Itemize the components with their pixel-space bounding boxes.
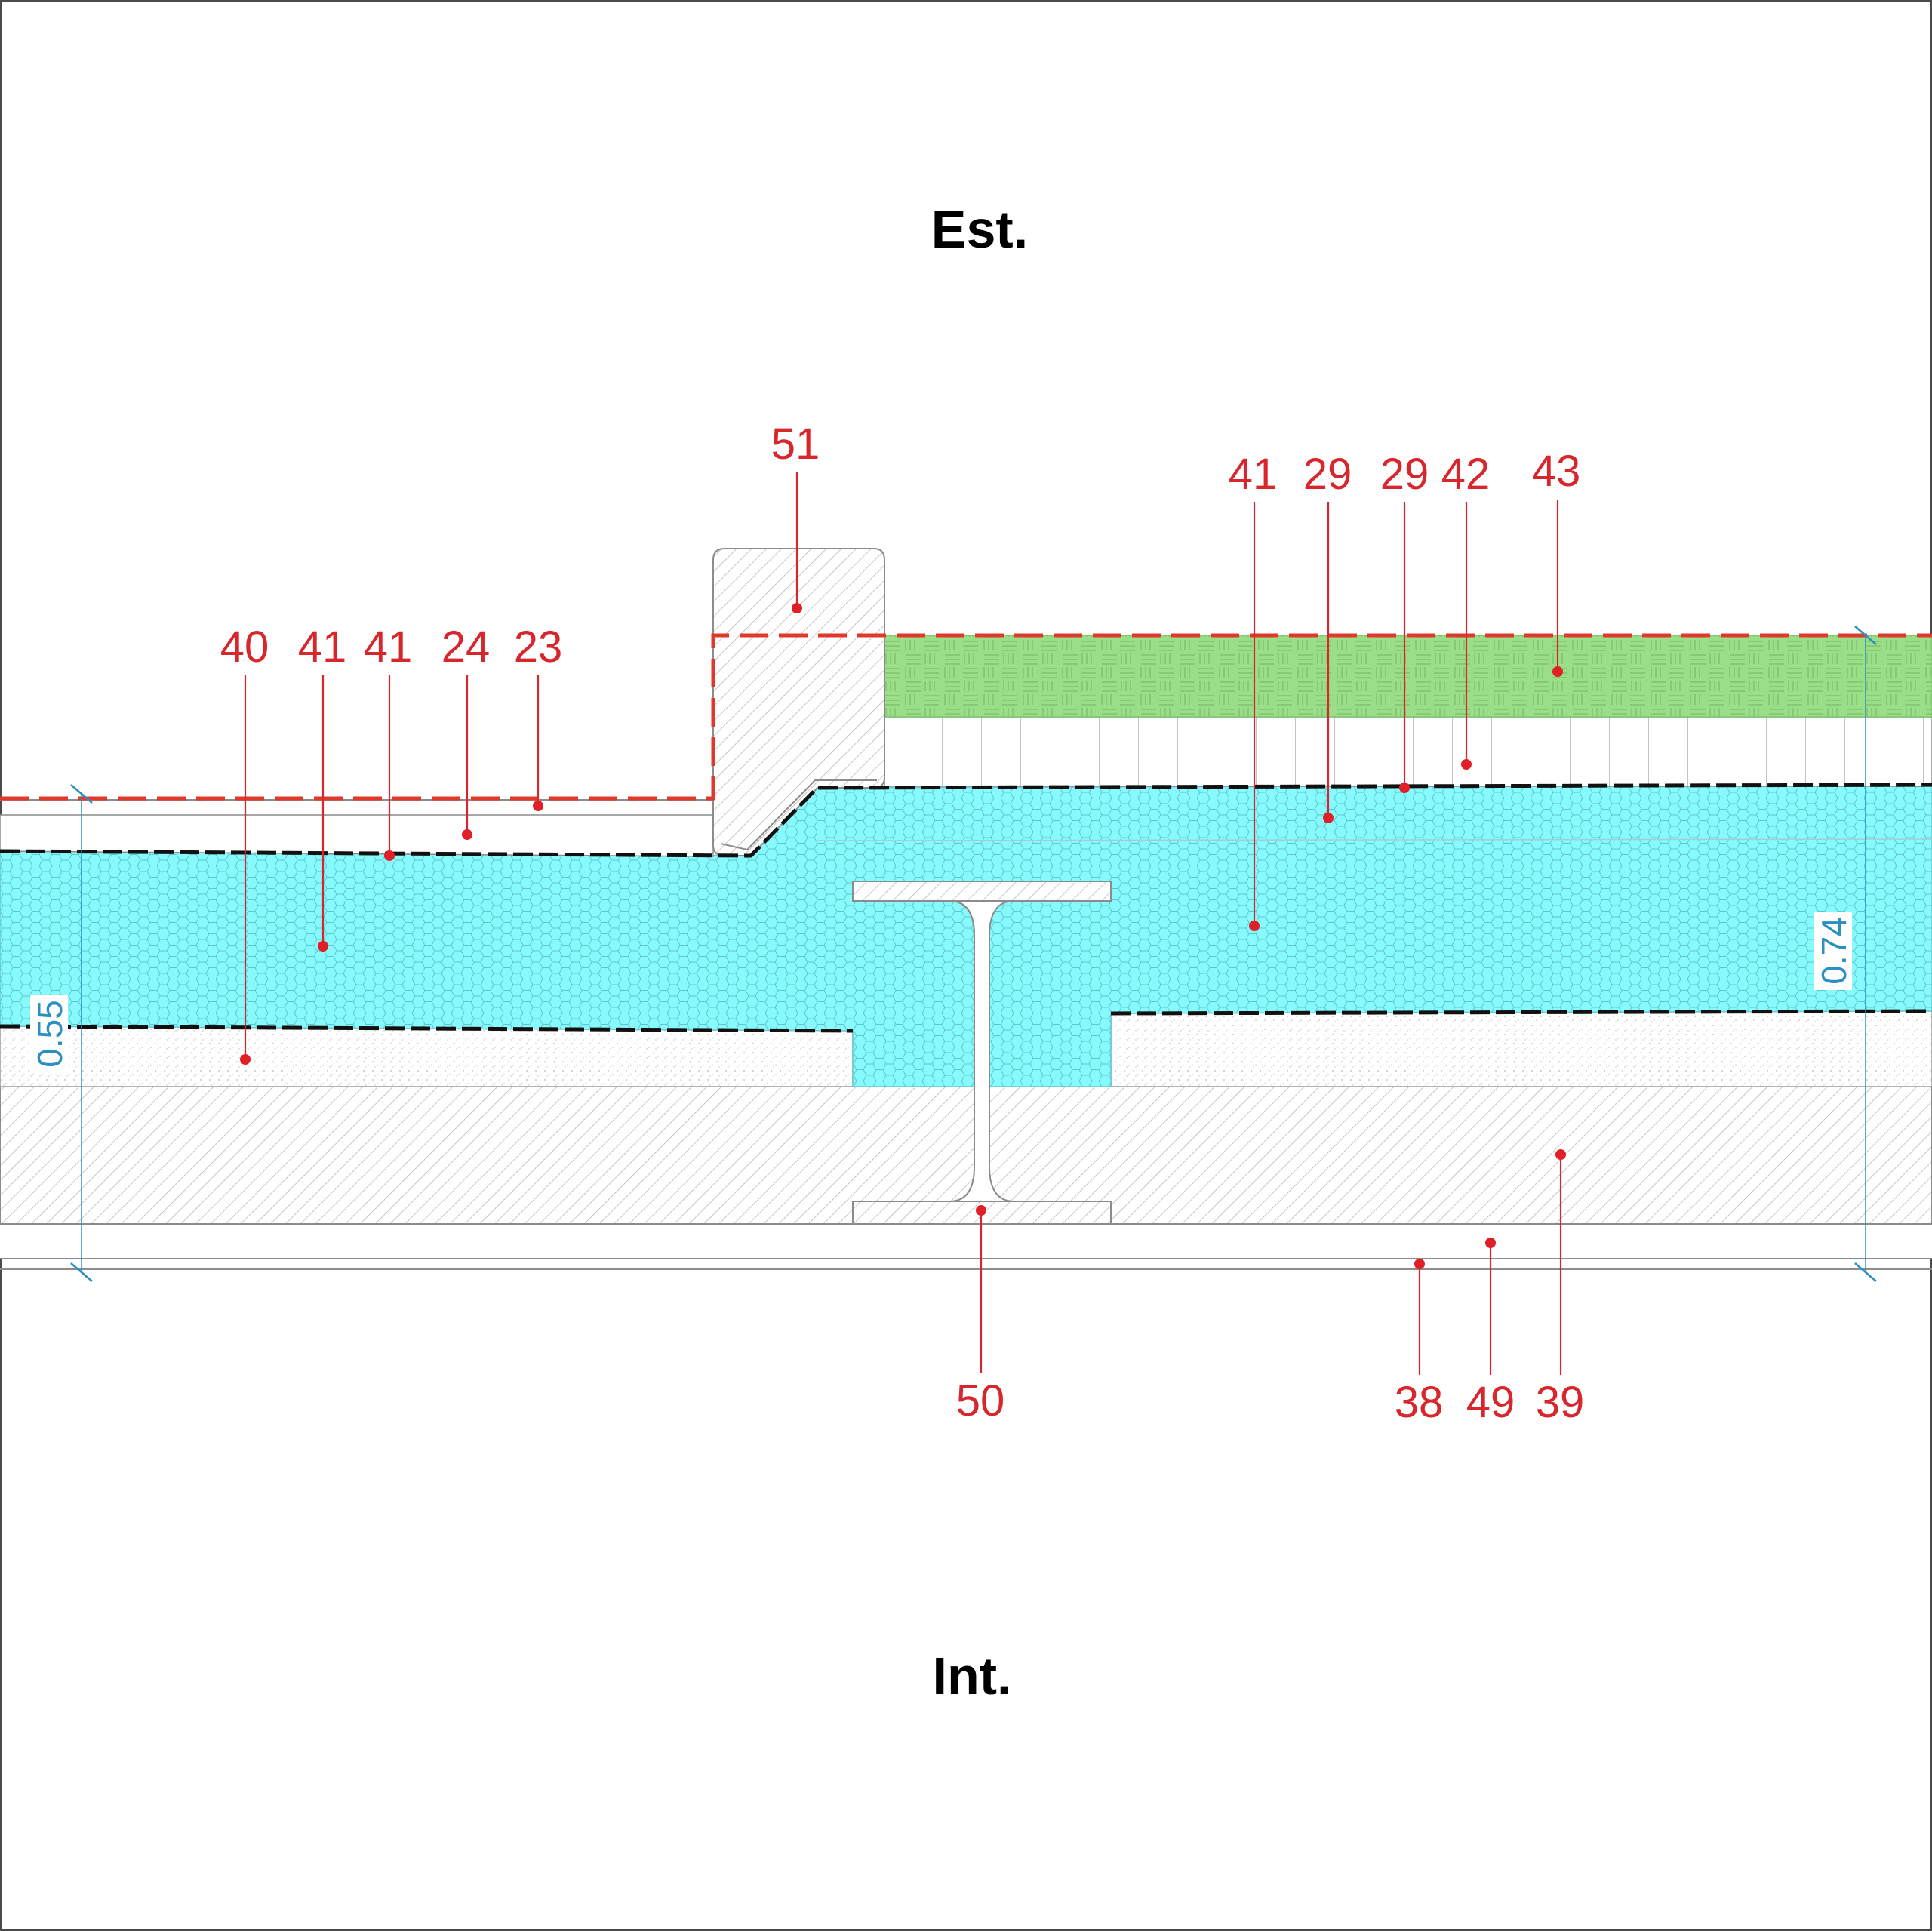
callout-label: 51 bbox=[771, 420, 820, 469]
callout-label: 43 bbox=[1532, 447, 1581, 496]
callout-39: 39 bbox=[1536, 1149, 1585, 1427]
callout-41-right: 41 bbox=[1229, 450, 1278, 931]
callout-24: 24 bbox=[441, 623, 491, 840]
callout-49: 49 bbox=[1466, 1238, 1515, 1427]
membrane-left-lower bbox=[0, 1024, 854, 1033]
callout-50: 50 bbox=[956, 1205, 1005, 1425]
callout-29-a: 29 bbox=[1303, 450, 1352, 823]
membrane-right-lower bbox=[1110, 1009, 1932, 1016]
green-roof-layer bbox=[884, 635, 1932, 718]
callout-38: 38 bbox=[1395, 1259, 1444, 1427]
dimension-right-value: 0.74 bbox=[1814, 917, 1854, 985]
steel-i-beam bbox=[852, 881, 1112, 1225]
callout-51: 51 bbox=[771, 420, 820, 613]
screed-right bbox=[1110, 1010, 1932, 1087]
dimension-right: 0.74 bbox=[1814, 626, 1877, 1282]
callout-43: 43 bbox=[1532, 447, 1581, 677]
callout-label: 42 bbox=[1441, 450, 1491, 499]
dimension-left: 0.55 bbox=[30, 784, 93, 1282]
exterior-title: Est. bbox=[931, 200, 1028, 259]
callout-41-left-b: 41 bbox=[364, 623, 413, 861]
kerb-inner-outline bbox=[720, 779, 877, 851]
callout-label: 29 bbox=[1380, 450, 1429, 499]
interior-title: Int. bbox=[933, 1647, 1012, 1705]
callout-label: 23 bbox=[514, 623, 563, 672]
callout-label: 41 bbox=[1229, 450, 1278, 499]
callout-23: 23 bbox=[514, 623, 563, 811]
callout-label: 24 bbox=[441, 623, 491, 672]
callout-label: 41 bbox=[298, 623, 347, 672]
callout-41-left-a: 41 bbox=[298, 623, 347, 952]
left-protection-layer bbox=[0, 814, 714, 857]
membrane-left-upper bbox=[0, 783, 1932, 858]
insulation-inner-line bbox=[817, 838, 1932, 841]
membrane-red-dashed bbox=[0, 633, 1932, 801]
callout-label: 49 bbox=[1466, 1378, 1515, 1427]
dimension-left-value: 0.55 bbox=[30, 1000, 69, 1068]
callout-label: 29 bbox=[1303, 450, 1352, 499]
right-ribbed-layer bbox=[884, 716, 1932, 787]
callout-40: 40 bbox=[220, 623, 269, 1065]
screed-left bbox=[0, 1025, 854, 1087]
callout-29-b: 29 bbox=[1380, 450, 1429, 793]
callout-label: 38 bbox=[1395, 1378, 1444, 1427]
ceiling-layer bbox=[0, 1224, 1932, 1259]
callout-label: 39 bbox=[1536, 1378, 1585, 1427]
callout-label: 50 bbox=[956, 1376, 1005, 1425]
callout-label: 40 bbox=[220, 623, 269, 672]
callout-42: 42 bbox=[1441, 450, 1491, 770]
callout-label: 41 bbox=[364, 623, 413, 672]
